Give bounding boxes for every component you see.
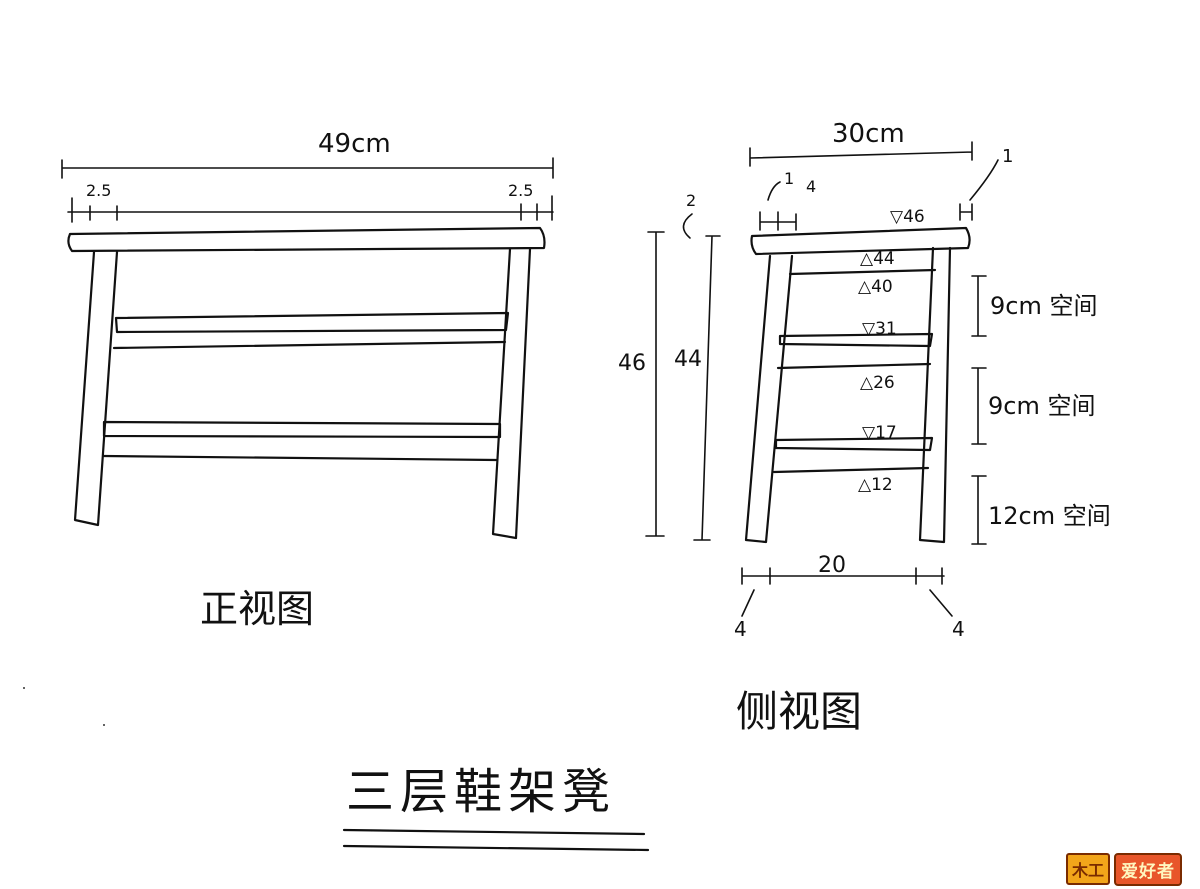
space-label-2: 9cm 空间 [988,392,1095,420]
side-seat-board [750,226,971,256]
side-view: 30cm 1 4 1 2 46 44 ▽46 △44 △40 ▽31 △26 ▽ [618,119,1111,736]
front-upper-shelf [114,311,510,334]
watermark-mark: 木工 [1066,853,1111,885]
side-depth-dimension [749,141,973,167]
side-bottom-right-label: 4 [952,617,965,641]
side-overall-height-dimension [645,231,665,537]
front-seat-board [67,226,546,253]
front-upper-shelf-underside [112,340,507,350]
space-bracket-2 [971,367,987,445]
mark-46: ▽46 [890,207,925,227]
side-top-left-dimension [759,211,797,231]
side-slat-12 [772,466,930,474]
side-bottom-span-label: 20 [818,553,846,578]
side-view-label: 侧视图 [736,687,862,736]
mark-44: △44 [860,249,895,269]
space-bracket-1 [971,275,987,337]
side-depth-label: 30cm [832,119,905,149]
front-lower-shelf-underside [102,454,498,462]
front-width-label: 49cm [318,129,391,159]
front-right-leg [491,247,532,540]
side-back-leg [918,246,952,544]
side-slat-31 [778,332,934,348]
side-slat-40 [788,268,937,276]
side-bottom-left-label: 4 [734,617,747,641]
space-label-3: 12cm 空间 [988,502,1111,530]
front-view-label: 正视图 [200,587,314,631]
stray-dot [103,724,105,726]
drawing-title: 三层鞋架凳 [342,764,650,852]
mark-17: ▽17 [862,423,897,443]
side-thickness-leader [682,213,693,239]
side-leg-height-dimension [693,235,721,541]
mark-31: ▽31 [862,319,897,339]
title-underline-1 [342,828,646,836]
side-slat-26 [776,362,932,370]
title-text: 三层鞋架凳 [346,764,616,820]
watermark-logo: 木工 爱好者 [1066,852,1194,886]
watermark-text: 爱好者 [1114,852,1183,886]
mark-12: △12 [858,475,893,495]
side-thickness-label: 2 [686,191,696,210]
front-view: 49cm 2.5 2.5 正视图 [61,129,554,631]
side-top-right-dimension [959,159,999,221]
front-lower-shelf [102,420,502,439]
side-top-right-label: 1 [1002,146,1013,167]
side-overall-height-label: 46 [618,351,646,376]
front-overhang-dimension [67,195,554,223]
side-bottom-dimension [741,567,945,585]
side-top-left2-label: 4 [806,177,816,196]
front-right-overhang-label: 2.5 [508,181,533,200]
side-slat-17 [774,436,934,452]
side-top-left-leader [767,181,781,201]
front-left-overhang-label: 2.5 [86,181,111,200]
space-bracket-3 [971,475,987,545]
mark-26: △26 [860,373,895,393]
side-leg-height-label: 44 [674,347,702,372]
front-left-leg [73,250,119,527]
side-front-leg [744,254,794,544]
space-label-1: 9cm 空间 [990,292,1097,320]
side-top-left-label: 1 [784,169,794,188]
side-bottom-leaders [741,589,953,617]
front-width-dimension [61,157,554,179]
stray-dot [23,687,25,689]
mark-40: △40 [858,277,893,297]
title-underline-2 [342,844,650,852]
